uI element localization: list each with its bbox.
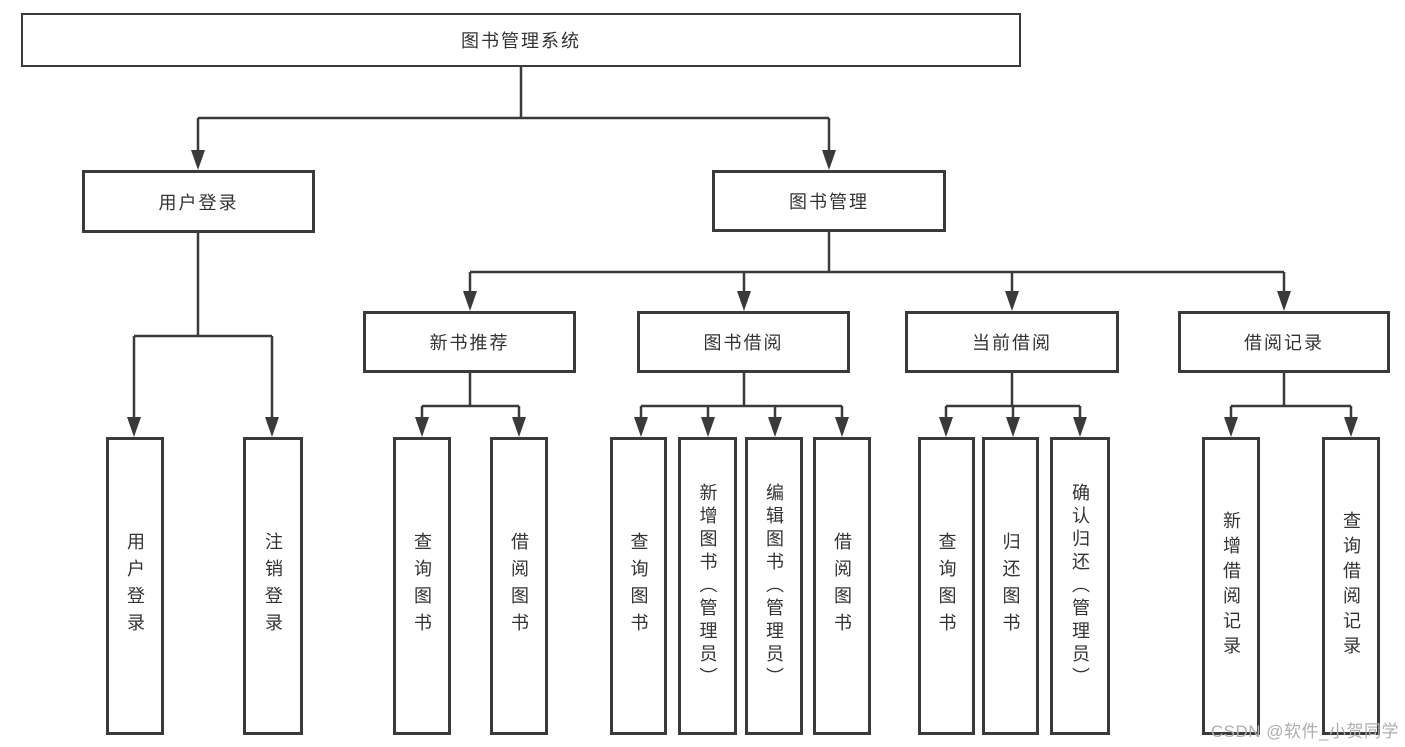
leaf-recommend-query-books: 查询图书	[393, 437, 451, 735]
leaf-return-books: 归还图书	[982, 437, 1039, 735]
node-new-book-recommend: 新书推荐	[363, 311, 576, 373]
node-book-borrow: 图书借阅	[637, 311, 850, 373]
node-borrow-records: 借阅记录	[1178, 311, 1390, 373]
leaf-user-login: 用户登录	[106, 437, 164, 735]
leaf-add-borrow-record: 新增借阅记录	[1202, 437, 1260, 735]
leaf-current-query-books: 查询图书	[918, 437, 975, 735]
leaf-query-borrow-record: 查询借阅记录	[1322, 437, 1380, 735]
leaf-borrow-borrow-books: 借阅图书	[813, 437, 871, 735]
leaf-edit-books-admin: 编辑图书（管理员）	[745, 437, 803, 735]
leaf-confirm-return-admin: 确认归还（管理员）	[1050, 437, 1110, 735]
arrowheads	[127, 150, 1358, 437]
node-library-system: 图书管理系统	[21, 13, 1021, 67]
leaf-recommend-borrow-books: 借阅图书	[490, 437, 548, 735]
leaf-borrow-query-books: 查询图书	[610, 437, 667, 735]
leaf-logout: 注销登录	[243, 437, 303, 735]
leaf-add-books-admin: 新增图书（管理员）	[678, 437, 737, 735]
node-user-login: 用户登录	[82, 170, 315, 233]
connector-paths	[132, 67, 1353, 419]
node-book-management: 图书管理	[712, 170, 946, 232]
node-current-borrow: 当前借阅	[905, 311, 1119, 373]
